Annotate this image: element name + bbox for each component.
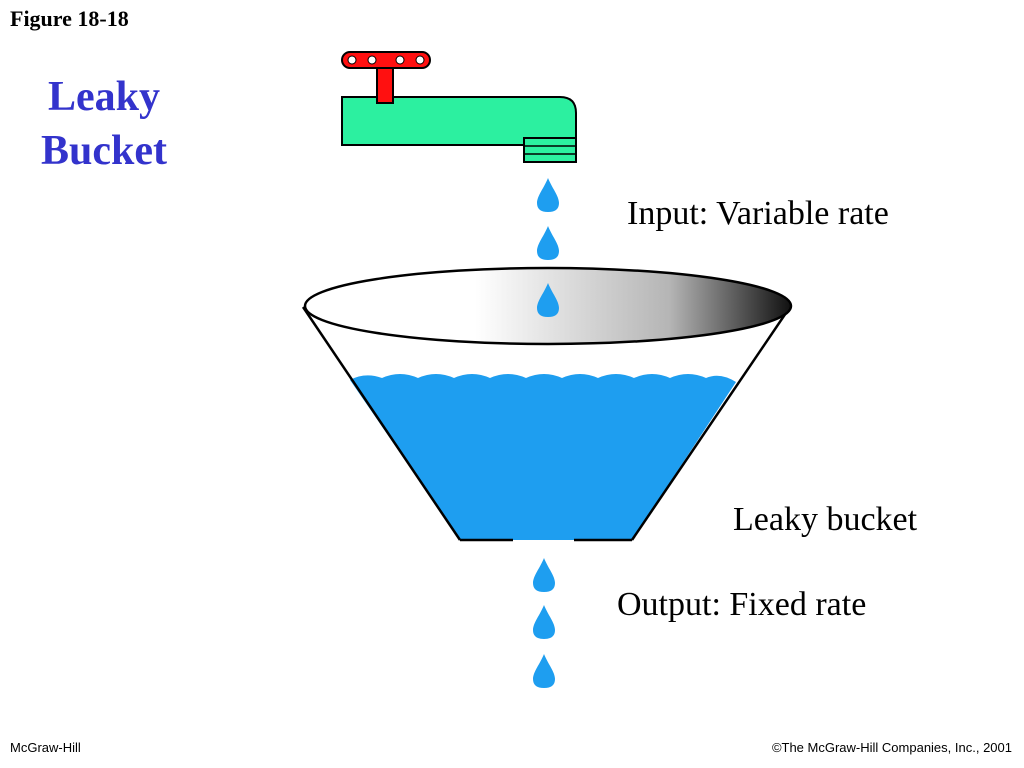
input-drops [537,178,559,260]
footer-copyright: ©The McGraw-Hill Companies, Inc., 2001 [771,740,1012,755]
bucket-wall-right [630,306,792,541]
water-drop-icon [537,178,559,212]
water-drop-icon [533,654,555,688]
slide-title-line-1: Leaky [47,74,160,120]
slide-title: Leaky Bucket [18,70,190,178]
faucet-icon [341,51,577,163]
output-rate-label: Output: Fixed rate [617,586,867,623]
bucket-wall-left [301,306,462,541]
bucket-water [350,374,736,540]
faucet-spout [523,137,577,163]
water-drop-icon [533,558,555,592]
output-drops [533,558,555,688]
water-drop-icon [537,226,559,260]
input-rate-label: Input: Variable rate [627,195,889,232]
water-drop-icon [533,605,555,639]
figure-number: Figure 18-18 [10,6,129,31]
faucet-handle [341,51,431,69]
slide-title-line-2: Bucket [41,128,167,174]
footer-publisher: McGraw-Hill [10,740,81,755]
bucket-icon [301,266,793,542]
water-drop-icon [537,283,559,317]
leaky-bucket-label: Leaky bucket [733,501,918,538]
